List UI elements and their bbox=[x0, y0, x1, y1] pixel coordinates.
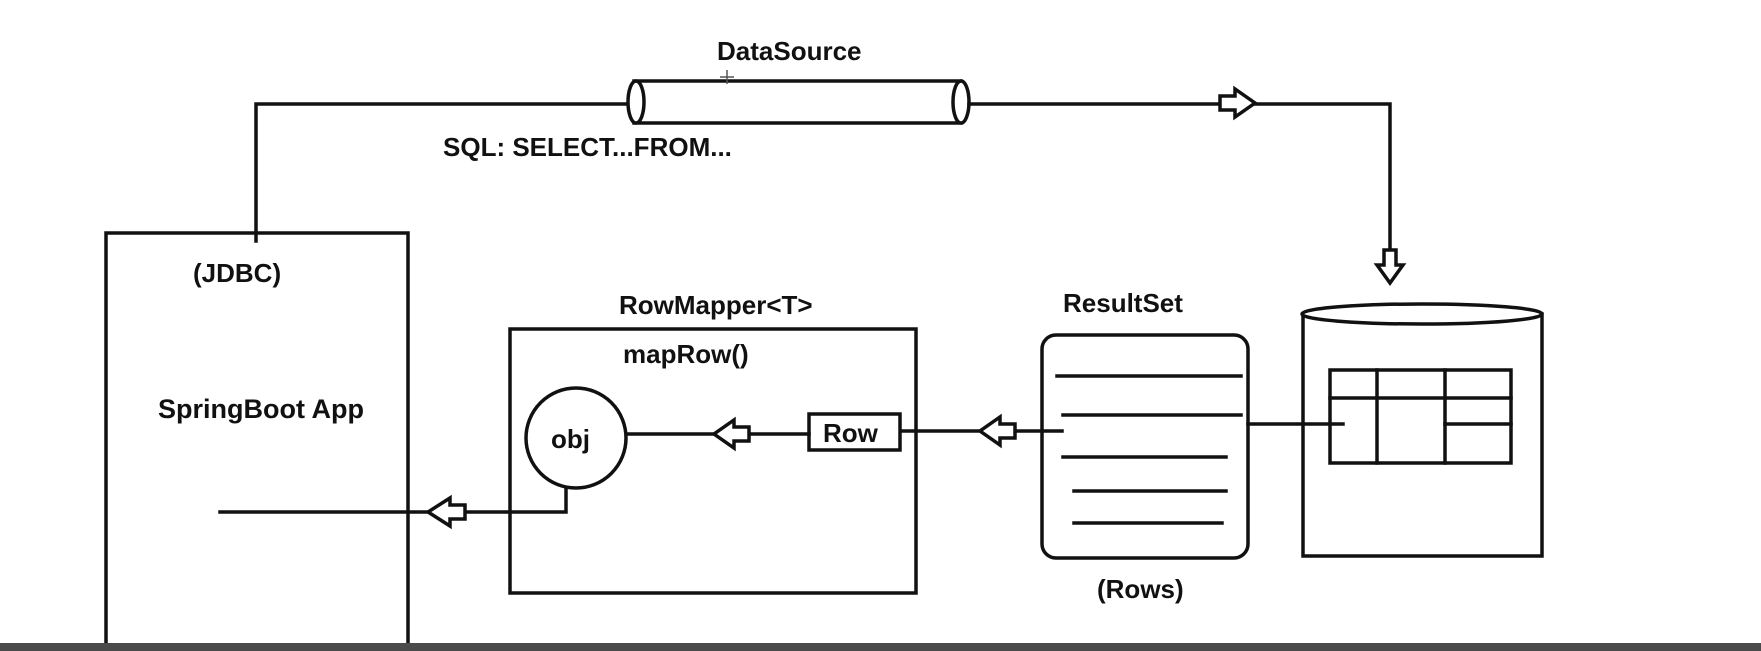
obj-circle bbox=[524, 386, 628, 490]
row-label: Row bbox=[823, 418, 879, 448]
maprow-label: mapRow() bbox=[623, 339, 749, 369]
row-box bbox=[807, 412, 902, 452]
database-table-icon bbox=[1328, 368, 1513, 465]
sql-query-label: SQL: SELECT...FROM... bbox=[443, 132, 732, 162]
bottom-bar bbox=[0, 643, 1761, 651]
springboot-app-box bbox=[104, 231, 410, 651]
resultset-label: ResultSet bbox=[1063, 288, 1183, 318]
jdbc-connection-line bbox=[254, 102, 635, 243]
datasource-label: DataSource bbox=[717, 36, 862, 66]
pipe-to-database-line bbox=[967, 102, 1392, 257]
arrow-down-icon bbox=[1373, 248, 1407, 286]
rowmapper-label: RowMapper<T> bbox=[619, 290, 813, 320]
database-cylinder bbox=[1300, 302, 1544, 558]
datasource-pipe bbox=[626, 79, 971, 125]
obj-label: obj bbox=[551, 424, 590, 454]
rows-label: (Rows) bbox=[1097, 574, 1184, 604]
arrow-left-icon bbox=[424, 494, 467, 530]
obj-to-app-line bbox=[218, 486, 568, 514]
jdbc-label: (JDBC) bbox=[193, 258, 281, 288]
arrow-left-icon bbox=[976, 413, 1017, 449]
cursor-crosshair-icon bbox=[720, 70, 734, 84]
rowmapper-box bbox=[508, 327, 918, 595]
springboot-app-label: SpringBoot App bbox=[158, 394, 364, 424]
resultset-row-lines bbox=[1055, 374, 1243, 525]
arrow-right-icon bbox=[1218, 85, 1259, 121]
resultset-document bbox=[1040, 333, 1250, 560]
arrow-left-icon bbox=[710, 416, 751, 452]
